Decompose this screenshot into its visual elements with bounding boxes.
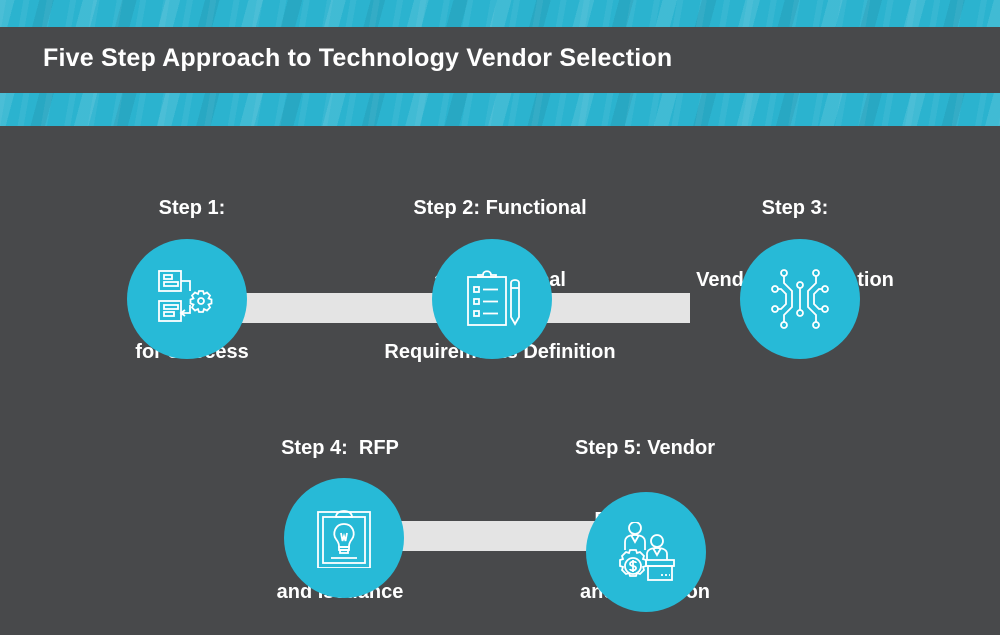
- workflow-gear-icon: [158, 270, 213, 322]
- step-1-circle: [127, 239, 247, 359]
- step-2-circle: [432, 239, 552, 359]
- step-3-circle: [740, 239, 860, 359]
- step-5-title: Step 5: Vendor: [574, 437, 716, 459]
- clipboard-lightbulb-icon: [317, 510, 371, 568]
- clipboard-checklist-pencil-icon: [467, 270, 520, 326]
- step-4-circle: [284, 478, 404, 598]
- step-2-title: Step 2: Functional: [413, 197, 587, 219]
- step-1-title: Step 1:: [158, 197, 226, 219]
- decorative-band-top: [0, 0, 1000, 27]
- people-money-gear-icon: [619, 522, 675, 581]
- step-5-circle: [586, 492, 706, 612]
- page-title: Five Step Approach to Technology Vendor …: [43, 44, 673, 72]
- circuit-icon: [771, 269, 829, 329]
- decorative-band-bottom: [0, 93, 1000, 126]
- step-4-title: Step 4: RFP: [281, 437, 399, 459]
- step-3-title: Step 3:: [761, 197, 829, 219]
- connector-steps-4-5: [400, 521, 600, 551]
- title-bar: [0, 27, 1000, 93]
